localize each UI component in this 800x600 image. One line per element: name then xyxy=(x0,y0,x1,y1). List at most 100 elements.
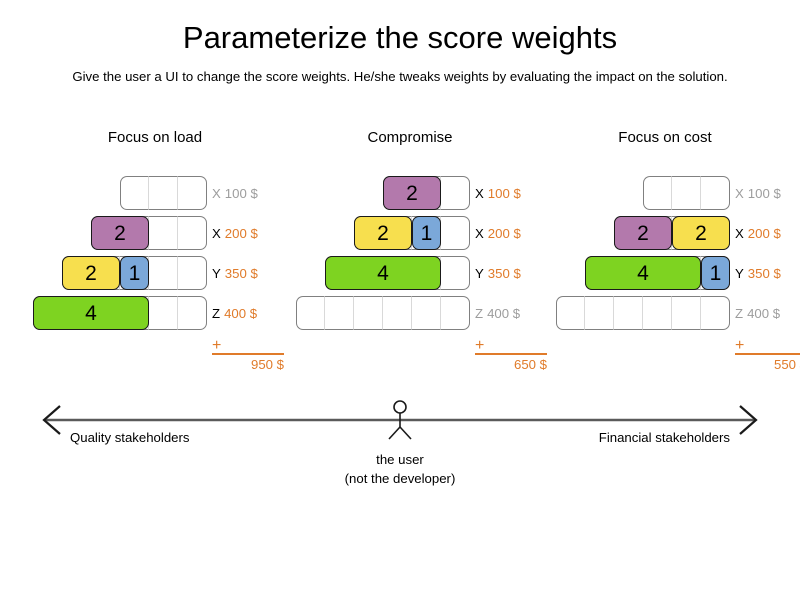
track-cell[interactable] xyxy=(643,296,672,330)
row-price: 400 $ xyxy=(487,305,521,321)
user-caption-line-1: the user xyxy=(376,452,424,467)
track-cell[interactable] xyxy=(120,176,149,210)
weight-block-green[interactable]: 4 xyxy=(33,296,149,330)
track-cell[interactable] xyxy=(178,296,207,330)
weight-slider-track[interactable] xyxy=(296,296,470,330)
track-cell[interactable] xyxy=(178,256,207,290)
page-title: Parameterize the score weights xyxy=(182,20,618,55)
row-price: 200 $ xyxy=(487,225,521,241)
weight-block-yellow[interactable]: 2 xyxy=(354,216,412,250)
track-cell[interactable] xyxy=(178,176,207,210)
track-cell[interactable] xyxy=(354,296,383,330)
sum-rule xyxy=(735,353,800,355)
row-key: X xyxy=(735,185,744,201)
row-price: 350 $ xyxy=(747,265,781,281)
row-price: 200 $ xyxy=(224,225,258,241)
track-cell[interactable] xyxy=(643,176,672,210)
column-title: Focus on cost xyxy=(618,129,712,146)
weight-block-blue[interactable]: 1 xyxy=(412,216,441,250)
track-cell[interactable] xyxy=(441,256,470,290)
sum-total: 550 $ xyxy=(773,357,800,372)
weight-slider-track[interactable] xyxy=(643,176,730,210)
axis-label-quality: Quality stakeholders xyxy=(70,430,190,445)
stakeholder-axis xyxy=(42,400,758,440)
row-key: X xyxy=(212,185,221,201)
track-cell[interactable] xyxy=(441,296,470,330)
row-key: Y xyxy=(475,265,484,281)
track-cell[interactable] xyxy=(701,176,730,210)
track-cell[interactable] xyxy=(614,296,643,330)
track-cell[interactable] xyxy=(149,256,178,290)
track-cell[interactable] xyxy=(441,176,470,210)
sum-total: 650 $ xyxy=(513,357,547,372)
weight-block-purple[interactable]: 2 xyxy=(91,216,149,250)
track-cell[interactable] xyxy=(149,216,178,250)
column-title: Compromise xyxy=(367,129,453,146)
weight-block-purple[interactable]: 2 xyxy=(383,176,441,210)
track-cell[interactable] xyxy=(149,176,178,210)
row-price: 100 $ xyxy=(487,185,521,201)
row-price: 200 $ xyxy=(747,225,781,241)
weight-block-blue[interactable]: 1 xyxy=(701,256,730,290)
row-key: Y xyxy=(735,265,744,281)
weight-slider-track[interactable] xyxy=(556,296,730,330)
weight-block-yellow[interactable]: 2 xyxy=(62,256,120,290)
track-cell[interactable] xyxy=(383,296,412,330)
axis-arrow-left-icon xyxy=(42,405,61,435)
row-key: Y xyxy=(212,265,221,281)
row-price: 350 $ xyxy=(487,265,521,281)
weight-block-yellow[interactable]: 2 xyxy=(672,216,730,250)
track-cell[interactable] xyxy=(296,296,325,330)
column-sum: +550 $ xyxy=(735,338,800,375)
row-key: Z xyxy=(475,305,484,321)
track-cell[interactable] xyxy=(325,296,354,330)
weight-block-purple[interactable]: 2 xyxy=(614,216,672,250)
column-sum: +950 $ xyxy=(212,338,284,375)
row-key: X xyxy=(475,225,484,241)
row-key: Z xyxy=(735,305,744,321)
track-cell[interactable] xyxy=(672,296,701,330)
row-price: 400 $ xyxy=(224,305,258,321)
track-cell[interactable] xyxy=(672,176,701,210)
track-cell[interactable] xyxy=(556,296,585,330)
row-key: X xyxy=(735,225,744,241)
axis-label-financial: Financial stakeholders xyxy=(598,430,730,445)
weight-block-green[interactable]: 4 xyxy=(325,256,441,290)
row-price: 100 $ xyxy=(224,185,258,201)
track-cell[interactable] xyxy=(441,216,470,250)
sum-rule xyxy=(212,353,284,355)
column-sum: +650 $ xyxy=(475,337,547,375)
track-cell[interactable] xyxy=(412,296,441,330)
stick-figure-user-icon xyxy=(388,400,412,440)
sum-rule xyxy=(475,353,547,355)
row-key: X xyxy=(475,185,484,201)
axis-arrow-right-icon xyxy=(739,405,758,435)
sum-plus-sign: + xyxy=(475,337,485,354)
track-cell[interactable] xyxy=(701,296,730,330)
track-cell[interactable] xyxy=(149,296,178,330)
row-key: Z xyxy=(212,305,221,321)
track-cell[interactable] xyxy=(585,296,614,330)
weight-block-green[interactable]: 4 xyxy=(585,256,701,290)
weight-block-blue[interactable]: 1 xyxy=(120,256,149,290)
track-cell[interactable] xyxy=(178,216,207,250)
weight-slider-track[interactable] xyxy=(120,176,207,210)
